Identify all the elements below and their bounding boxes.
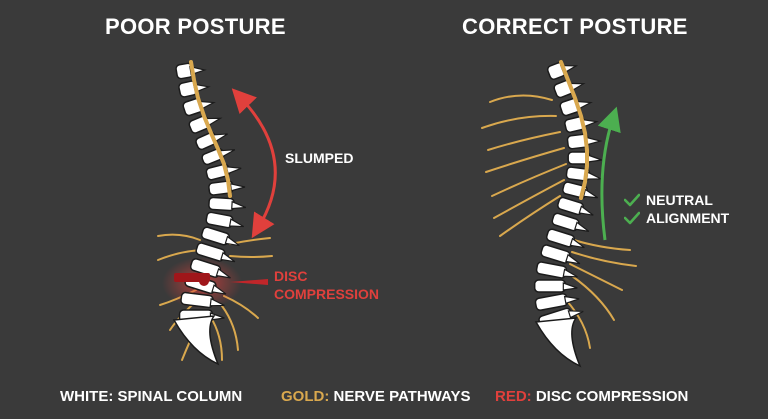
nerve-line (491, 163, 567, 197)
alignment-row: ALIGNMENT (624, 209, 729, 227)
disc-label-line1: DISC (274, 268, 308, 284)
legend-item-disc-compression: RED: DISC COMPRESSION (495, 388, 688, 405)
disc-compression-label: DISC COMPRESSION (274, 267, 379, 303)
vertebra (567, 151, 603, 165)
nerve-line (493, 179, 565, 219)
vertebra (180, 291, 225, 309)
nerve-line (565, 299, 591, 349)
neutral-label-line2: ALIGNMENT (646, 210, 730, 226)
vertebra (189, 258, 231, 279)
check-icon (624, 211, 640, 225)
sacrum (172, 315, 220, 366)
vertebra (545, 228, 585, 249)
nerve-line (487, 131, 561, 151)
neutral-label-line1: NEUTRAL (646, 192, 713, 208)
legend-key-gold: GOLD: (281, 388, 330, 405)
vertebra (551, 212, 590, 232)
vertebra (566, 133, 603, 150)
nerve-line (221, 305, 239, 351)
right-spinal-column (533, 60, 603, 368)
slumped-label: SLUMPED (285, 150, 354, 166)
vertebra (540, 244, 581, 265)
correct-posture-title: CORRECT POSTURE (462, 14, 688, 39)
legend-key-white: WHITE: (60, 388, 114, 405)
nerve-line (489, 94, 553, 103)
nerve-line (157, 233, 201, 241)
nerve-line (573, 239, 631, 251)
upward-arrow-icon (597, 106, 621, 241)
disc-label-line2: COMPRESSION (274, 286, 380, 302)
legend-key-red: RED: (495, 388, 532, 405)
nerve-line (229, 255, 273, 258)
vertebra (557, 196, 594, 216)
right-nerve-pathways (481, 94, 637, 349)
legend-desc-gold: NERVE PATHWAYS (333, 388, 471, 405)
vertebra (208, 196, 247, 212)
nerve-line (571, 251, 637, 267)
check-icon (624, 193, 640, 207)
poor-posture-title: POOR POSTURE (105, 14, 286, 39)
nerve-line (569, 263, 623, 291)
sacrum (534, 317, 582, 368)
legend-desc-white: SPINAL COLUMN (117, 388, 243, 405)
vertebra (533, 279, 578, 293)
spinal-cord (189, 60, 232, 198)
spinal-cord (559, 60, 589, 200)
neutral-alignment-label: NEUTRAL ALIGNMENT (624, 191, 729, 227)
nerve-line (481, 114, 557, 129)
legend-item-nerve-pathways: GOLD: NERVE PATHWAYS (281, 388, 470, 405)
legend-desc-red: DISC COMPRESSION (535, 388, 689, 405)
neutral-row: NEUTRAL (624, 191, 729, 209)
legend-item-spinal-column: WHITE: SPINAL COLUMN (60, 388, 242, 405)
nerve-line (485, 147, 565, 173)
vertebra (200, 226, 240, 247)
compressed-disc-center (199, 276, 209, 286)
left-spinal-column (172, 60, 247, 366)
vertebra (535, 261, 578, 279)
nerve-line (499, 195, 561, 237)
curved-arrow-icon (231, 88, 277, 239)
nerve-line (571, 275, 615, 321)
pointer-arrow-icon (230, 279, 268, 285)
vertebra (195, 242, 236, 263)
vertebra (534, 293, 580, 311)
